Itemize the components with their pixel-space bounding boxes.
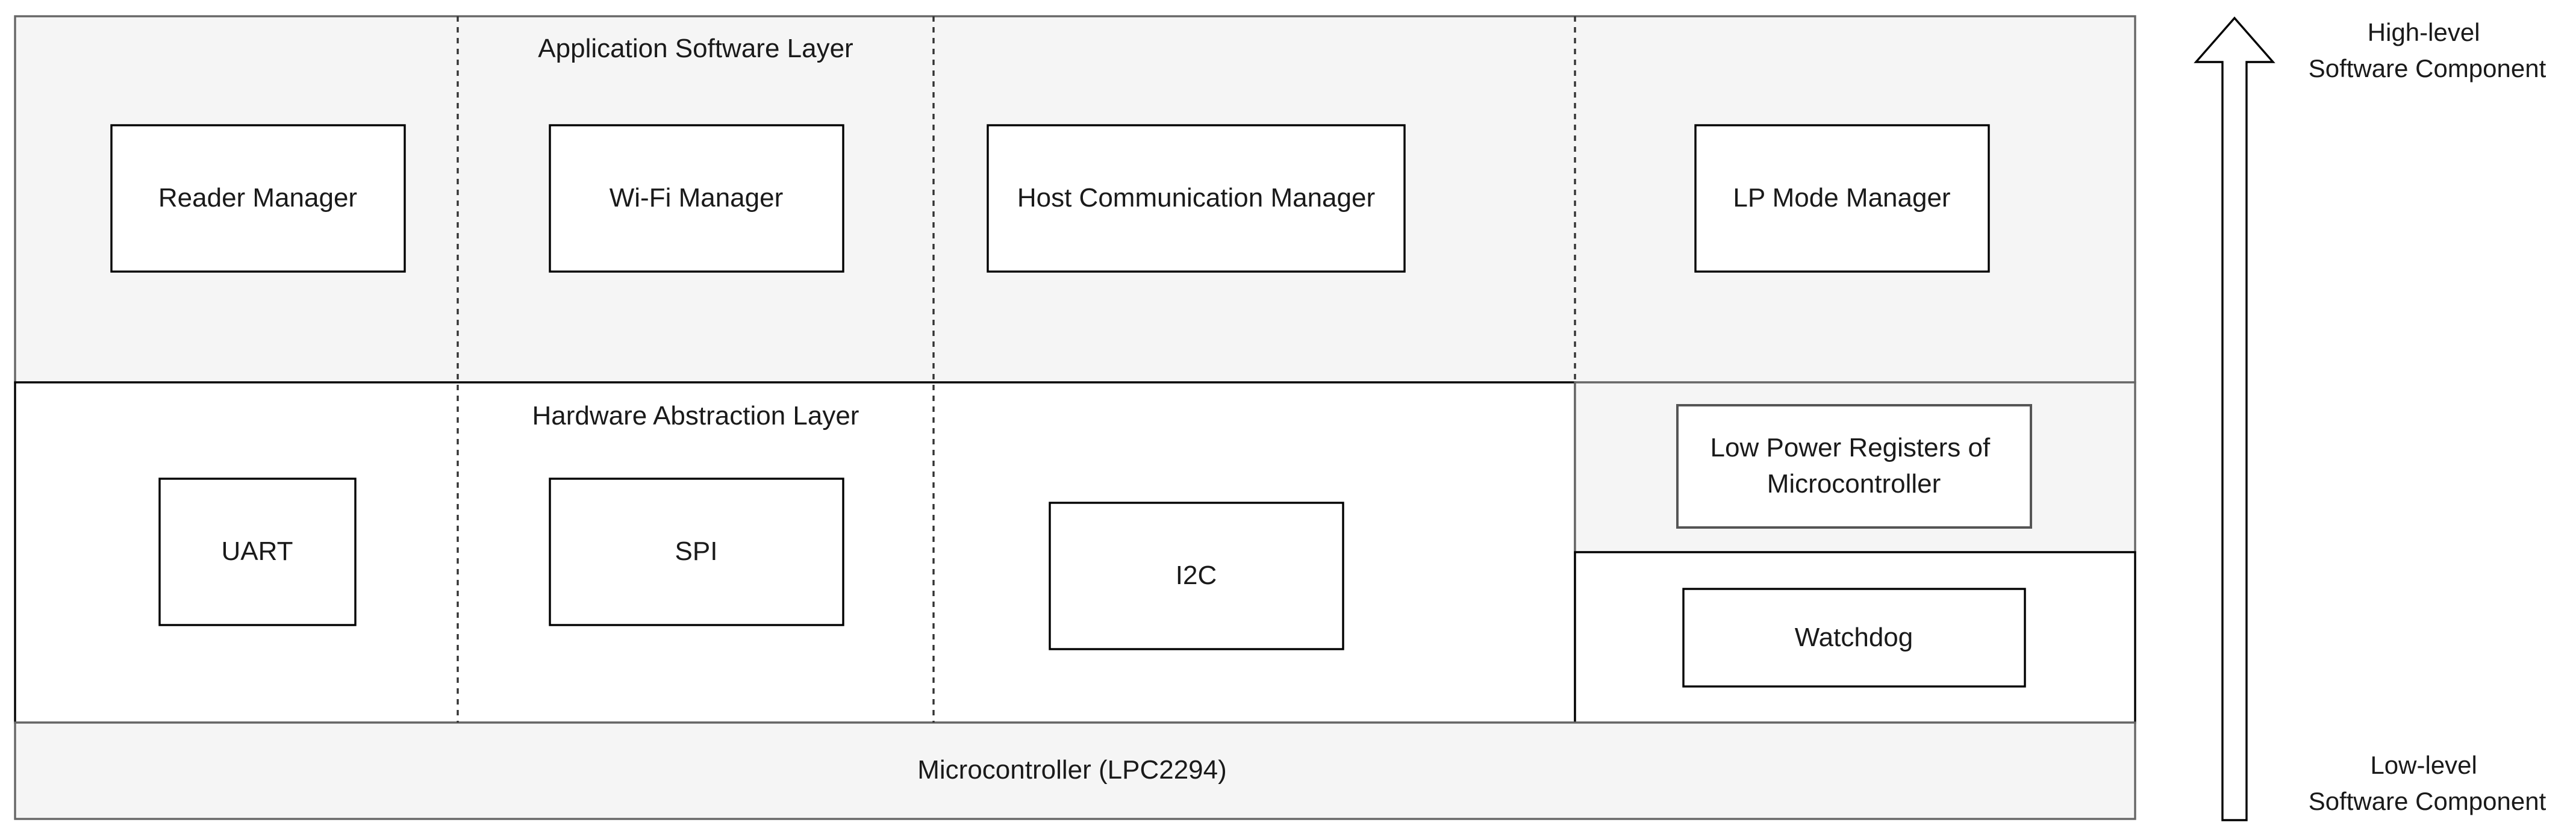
i2c-box: I2C — [1049, 502, 1344, 650]
low-power-registers-box: Low Power Registers of Microcontroller — [1676, 404, 2032, 529]
hardware-layer-title: Hardware Abstraction Layer — [532, 401, 859, 431]
low-level-line-2: Software Component — [2309, 787, 2546, 815]
watchdog-label: Watchdog — [1795, 623, 1913, 652]
microcontroller-label: Microcontroller (LPC2294) — [917, 755, 1227, 785]
high-level-line-2: Software Component — [2309, 54, 2546, 82]
host-communication-manager-box: Host Communication Manager — [987, 124, 1406, 273]
wifi-manager-box: Wi-Fi Manager — [549, 124, 844, 273]
application-layer-title: Application Software Layer — [538, 34, 853, 63]
high-level-line-1: High-level — [2368, 18, 2480, 46]
reader-manager-label: Reader Manager — [158, 183, 357, 213]
high-level-label: High-level Software Component — [2309, 18, 2546, 82]
low-power-registers-line-1: Low Power Registers of — [1711, 433, 1991, 462]
uart-label: UART — [222, 537, 293, 566]
low-power-registers-label: Low Power Registers of Microcontroller — [1711, 433, 1998, 499]
low-level-line-1: Low-level — [2370, 751, 2477, 779]
reader-manager-box: Reader Manager — [110, 124, 406, 273]
wifi-manager-label: Wi-Fi Manager — [610, 183, 784, 213]
level-arrow — [2194, 16, 2275, 821]
spi-label: SPI — [675, 537, 718, 566]
spi-box: SPI — [549, 478, 844, 626]
lp-mode-manager-box: LP Mode Manager — [1694, 124, 1990, 273]
watchdog-box: Watchdog — [1682, 588, 2026, 688]
uart-box: UART — [158, 478, 357, 626]
host-communication-manager-label: Host Communication Manager — [1017, 183, 1375, 213]
low-power-registers-line-2: Microcontroller — [1767, 469, 1941, 499]
microcontroller-region — [14, 721, 2136, 820]
low-level-label: Low-level Software Component — [2309, 751, 2546, 815]
lp-mode-manager-label: LP Mode Manager — [1733, 183, 1950, 213]
i2c-label: I2C — [1176, 561, 1217, 590]
